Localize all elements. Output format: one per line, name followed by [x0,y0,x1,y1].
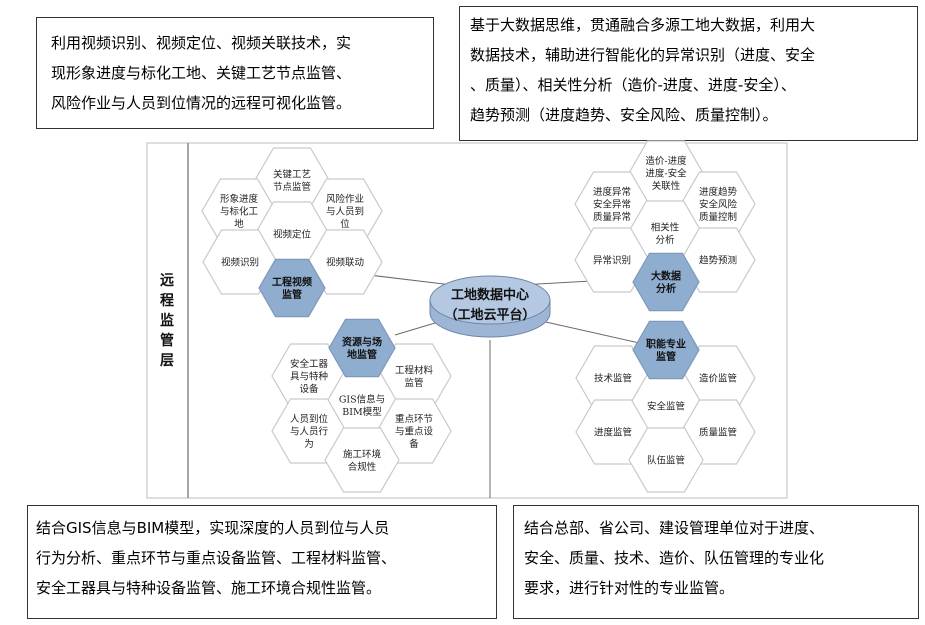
hub-hex-video-label: 工程视频 [272,275,312,288]
hex-video-1-label: 形象进度 [220,193,259,205]
hex-professional-5-label: 队伍监管 [647,455,685,467]
hex-video-0-label: 节点监管 [273,181,311,193]
side-char: 远 [160,273,174,289]
hex-resource-2-label: BIM模型 [342,406,382,418]
hex-bigdata-0-label: 关联性 [652,180,681,192]
hub-hex-professional-label: 职能专业 [646,337,686,350]
hex-professional-2-label: 安全监管 [647,401,685,413]
hex-bigdata-2-label: 进度趋势 [699,186,738,198]
hex-professional-0: 技术监管 [575,345,651,411]
hex-resource-4-label: 重点环节 [395,413,433,425]
hex-resource-5-label: 施工环境 [343,448,382,460]
hex-bigdata-2-label: 质量控制 [699,211,737,223]
hex-video-3-label: 视频定位 [273,229,312,241]
hex-video-1-label: 与标化工 [220,206,259,218]
hex-video-4-label: 视频识别 [221,257,259,269]
side-char: 管 [160,332,174,349]
hex-resource-1-label: 设备 [299,383,319,395]
hex-resource-1-label: 具与特种 [290,371,328,383]
hex-video-1: 形象进度与标化工地 [201,178,277,244]
hex-bigdata-0-label: 造价-进度 [645,155,687,167]
hex-resource-4-label: 与重点设 [395,426,434,438]
hex-video-5-label: 视频联动 [326,257,364,269]
hex-bigdata-3-label: 分析 [655,234,675,246]
hub-hex-video-shape [258,258,326,318]
side-char: 层 [160,353,174,369]
side-char: 监 [160,312,174,329]
hub-hex-resource-shape [328,318,396,378]
hub-hex-professional-label: 监管 [656,350,676,363]
hex-professional-1: 造价监管 [680,345,756,411]
hex-resource-3-label: 与人员行 [290,426,329,438]
side-char: 程 [160,293,174,309]
hub-hex-resource-label: 资源与场 [342,335,382,348]
hex-video-2: 风险作业与人员到位 [307,178,383,244]
hex-resource-1-label: 安全工器 [290,358,329,370]
hex-resource-3-label: 人员到位 [290,413,329,425]
hex-professional-3-label: 进度监管 [594,427,632,439]
hub-hex-professional-shape [632,320,700,380]
hub-hex-bigdata-label: 大数据 [651,269,681,282]
side-label: 远 程 监 管 层 [160,273,174,369]
hex-bigdata-1-label: 安全异常 [593,199,631,211]
hub-hex-bigdata-shape [632,252,700,312]
hex-bigdata-0-label: 进度-安全 [645,168,687,180]
hex-professional-4: 质量监管 [680,399,756,465]
center-subtitle: （工地云平台） [444,307,535,323]
hex-video-4-shape [202,229,278,295]
hex-resource-5-shape [324,427,400,493]
hex-resource-5: 施工环境合规性 [324,427,400,493]
text-box-professional: 结合总部、省公司、建设管理单位对于进度、 安全、质量、技术、造价、队伍管理的专业… [513,505,919,619]
diagram-frame [146,142,788,499]
hex-video-5: 视频联动 [307,229,383,295]
hex-resource-2-label: GIS信息与 [339,393,385,405]
hex-bigdata-4: 异常识别 [574,227,650,293]
hex-resource-5-label: 合规性 [348,461,377,473]
hex-professional-1-label: 造价监管 [699,373,737,385]
hex-resource-0-label: 监管 [404,377,423,389]
hex-professional-5: 队伍监管 [628,427,704,493]
hex-resource-0-label: 工程材料 [395,364,434,376]
hex-video-2-label: 风险作业 [326,193,364,205]
hex-video-1-label: 地 [234,218,244,230]
hex-professional-5-shape [628,427,704,493]
text-box-video: 利用视频识别、视频定位、视频关联技术，实 现形象进度与标化工地、关键工艺节点监管… [36,17,434,129]
hex-bigdata-3-label: 相关性 [651,221,680,233]
hex-bigdata-1-label: 进度异常 [593,186,631,198]
hub-hex-resource-label: 地监管 [347,348,377,361]
hex-bigdata-4-label: 异常识别 [593,255,631,267]
hex-bigdata-2-label: 安全风险 [699,199,738,211]
connector-professional [527,317,649,346]
hex-video-4: 视频识别 [202,229,278,295]
hex-video-0-label: 关键工艺 [273,168,311,180]
hex-resource-4: 重点环节与重点设备 [376,398,452,464]
hex-resource-4-label: 备 [409,438,419,450]
hub-hex-video-label: 监管 [282,288,302,301]
hex-bigdata-5-label: 趋势预测 [699,255,737,267]
text-box-resource: 结合GIS信息与BIM模型，实现深度的人员到位与人员 行为分析、重点环节与重点设… [27,505,497,619]
hub-hex-bigdata-label: 分析 [656,282,676,295]
hex-bigdata-1-label: 质量异常 [593,211,631,223]
hex-resource-3-label: 为 [304,438,314,450]
hex-video-2-label: 位 [340,218,350,230]
data-center-cylinder: 工地数据中心 （工地云平台） [429,275,551,338]
hex-bigdata-4-shape [574,227,650,293]
center-title: 工地数据中心 [451,287,529,303]
hex-video-0: 关键工艺节点监管 [254,147,330,213]
text-box-bigdata: 基于大数据思维，贯通融合多源工地大数据，利用大 数据技术，辅助进行智能化的异常识… [459,6,918,141]
hex-professional-4-label: 质量监管 [699,427,737,439]
hex-resource-2: GIS信息与BIM模型 [324,372,400,438]
hex-professional-0-label: 技术监管 [594,373,632,385]
hex-video-2-label: 与人员到 [326,206,364,218]
